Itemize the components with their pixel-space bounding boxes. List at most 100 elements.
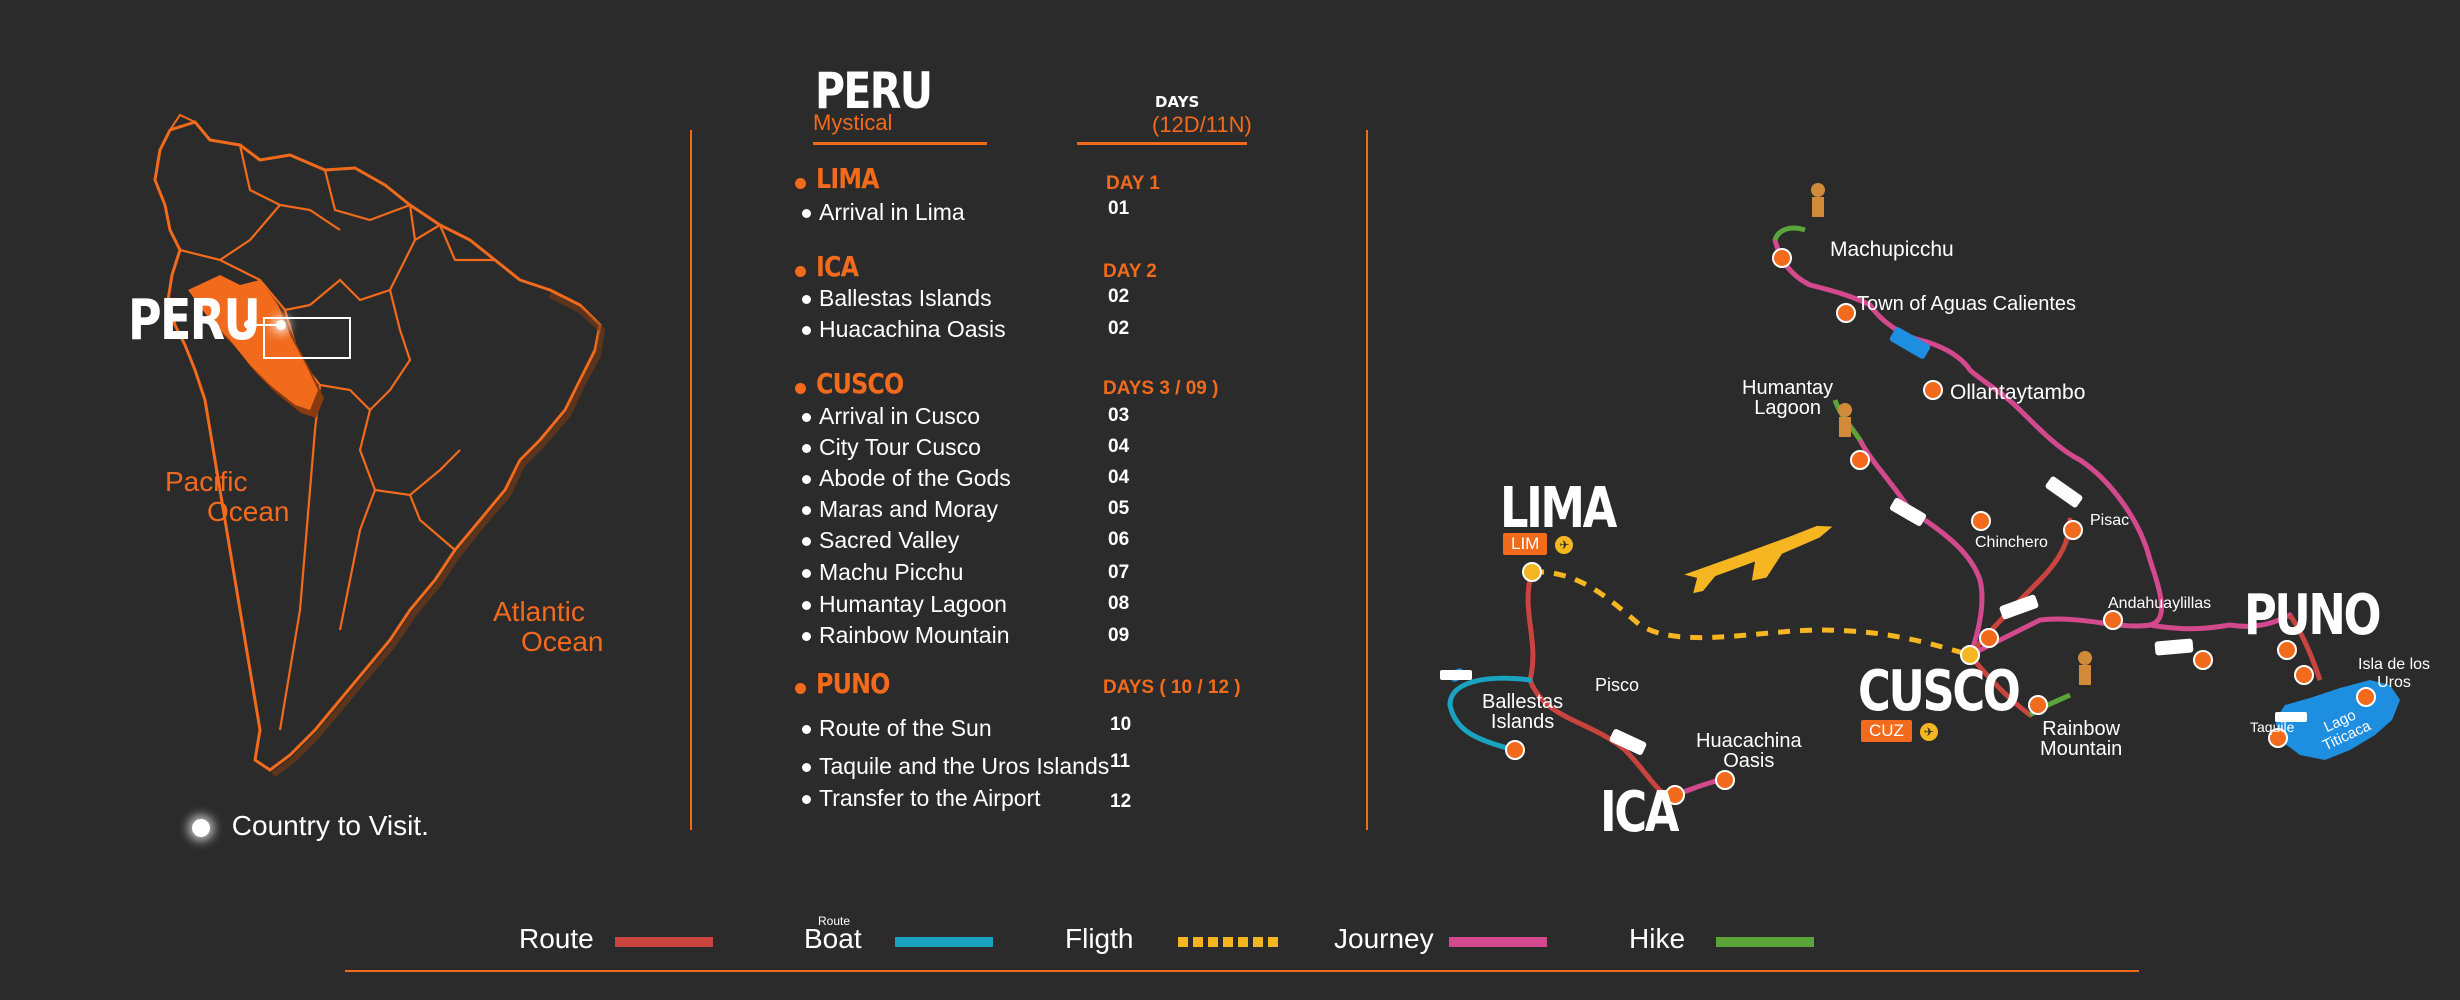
list-item: Maras and Moray — [802, 496, 998, 523]
boat-ballestas — [1447, 675, 1533, 753]
city-cusco: CUSCO — [1858, 659, 2059, 724]
peru-pointer-dot — [244, 320, 253, 329]
item-bullet — [802, 295, 811, 305]
bus-icon — [2154, 638, 2194, 656]
divider-left — [690, 130, 692, 830]
item-label: Huacachina Oasis — [819, 316, 1006, 342]
rainbow-line-1: Rainbow — [2042, 718, 2121, 740]
item-bullet — [802, 413, 811, 423]
peru-highlight — [188, 275, 318, 410]
item-label: Route of the Sun — [819, 715, 992, 741]
item-label: Abode of the Gods — [819, 465, 1011, 491]
item-day: 10 — [1110, 714, 1132, 735]
plane-icon — [1684, 525, 1833, 594]
legend-boat-label: Boat — [804, 923, 862, 954]
continent-outline — [153, 120, 602, 772]
humantay-line-2: Lagoon — [1754, 397, 1821, 419]
item-day: 05 — [1108, 498, 1130, 519]
continent-shadow — [271, 292, 606, 778]
item-label: Sacred Valley — [819, 527, 960, 553]
legend-journey-label: Journey — [1334, 923, 1434, 954]
atlantic-line-2: Ocean — [521, 626, 604, 657]
legend-underline — [345, 970, 2139, 972]
section-city: CUSCO — [816, 367, 904, 400]
peru-selection-box — [263, 317, 351, 359]
boat-icon — [1440, 670, 1472, 680]
item-label: City Tour Cusco — [819, 434, 981, 460]
divider-right — [1366, 130, 1368, 830]
item-label: Arrival in Lima — [819, 199, 965, 225]
section-lima: LIMA — [795, 162, 890, 195]
item-bullet — [802, 725, 811, 735]
section-day-head: DAYS 3 / 09 ) — [1103, 378, 1219, 399]
airport-icon: ✈ — [1555, 535, 1574, 554]
item-label: Rainbow Mountain — [819, 622, 1010, 648]
list-item: Arrival in Lima — [802, 199, 965, 226]
huacachina-line-2: Oasis — [1723, 750, 1775, 772]
section-day-head: DAY 1 — [1106, 173, 1160, 194]
item-day: 08 — [1108, 593, 1130, 614]
item-bullet — [802, 763, 811, 773]
item-day: 01 — [1108, 198, 1130, 219]
huacachina-line-1: Huacachina — [1696, 730, 1802, 752]
cusco-code-badge: CUZ — [1861, 720, 1912, 742]
section-city: LIMA — [816, 162, 880, 195]
section-day-head: DAY 2 — [1103, 261, 1157, 282]
place-uros: Isla de los Uros — [2358, 656, 2430, 692]
bus-icon — [1999, 594, 2039, 620]
legend-journey-line — [1449, 937, 1547, 947]
train-icon — [1889, 327, 1931, 359]
item-bullet — [802, 632, 811, 642]
item-label: Taquile and the Uros Islands — [819, 753, 1110, 779]
country-label: PERU — [128, 288, 261, 353]
peru-pointer-line — [252, 324, 277, 326]
section-cusco: CUSCO — [795, 367, 919, 400]
section-day-head: DAYS ( 10 / 12 ) — [1103, 677, 1241, 698]
legend-route-label: Route — [519, 923, 594, 954]
bus-icon — [1609, 729, 1647, 755]
place-huacachina: Huacachina Oasis — [1696, 731, 1802, 771]
legend-route-line — [615, 937, 713, 947]
day-markers — [1505, 248, 2376, 805]
list-item: Taquile and the Uros Islands — [802, 753, 1109, 780]
section-bullet — [795, 383, 806, 395]
uros-line-1: Isla de los — [2358, 656, 2431, 673]
uros-line-2: Uros — [2377, 674, 2411, 691]
list-item: Route of the Sun — [802, 715, 992, 742]
item-bullet — [802, 795, 811, 805]
peru-pointer-glow — [276, 320, 286, 330]
list-item: City Tour Cusco — [802, 434, 981, 461]
place-taquile: Taquile — [2250, 719, 2295, 735]
legend-flight-line — [1178, 937, 1278, 947]
place-chinchero: Chinchero — [1975, 534, 2048, 551]
hike-machupicchu — [1772, 225, 1806, 241]
list-item: Sacred Valley — [802, 527, 959, 554]
humantay-line-1: Humantay — [1742, 377, 1834, 399]
days-underline — [1077, 142, 1247, 145]
city-puno-name: PUNO — [2244, 583, 2382, 648]
list-item: Huacachina Oasis — [802, 316, 1006, 343]
city-ica-name: ICA — [1600, 780, 1679, 845]
rainbow-line-2: Mountain — [2040, 738, 2123, 760]
city-cusco-name: CUSCO — [1858, 659, 2021, 724]
pacific-ocean-label: Pacific Ocean — [165, 467, 290, 527]
bus-icon — [1890, 498, 1926, 526]
section-bullet — [795, 683, 806, 695]
itinerary-title: PERU — [815, 62, 933, 120]
flight-lima-cusco — [1531, 569, 1971, 658]
atlantic-ocean-label: Atlantic Ocean — [493, 597, 604, 657]
city-lima: LIMA — [1500, 476, 1644, 541]
country-legend: Country to Visit. — [192, 810, 429, 842]
legend-flight-label: Fligth — [1065, 923, 1134, 954]
south-america-map — [153, 113, 606, 778]
place-pisac: Pisac — [2090, 512, 2130, 529]
ballestas-line-1: Ballestas — [1482, 691, 1564, 713]
item-day: 09 — [1108, 625, 1130, 646]
hiker-icon — [1811, 183, 1825, 217]
place-aguas-calientes: Town of Aguas Calientes — [1857, 293, 2077, 315]
item-label: Arrival in Cusco — [819, 403, 981, 429]
item-bullet — [802, 569, 811, 579]
country-borders — [179, 144, 495, 731]
country-legend-label: Country to Visit. — [231, 810, 429, 841]
legend-hike-line — [1716, 937, 1814, 947]
